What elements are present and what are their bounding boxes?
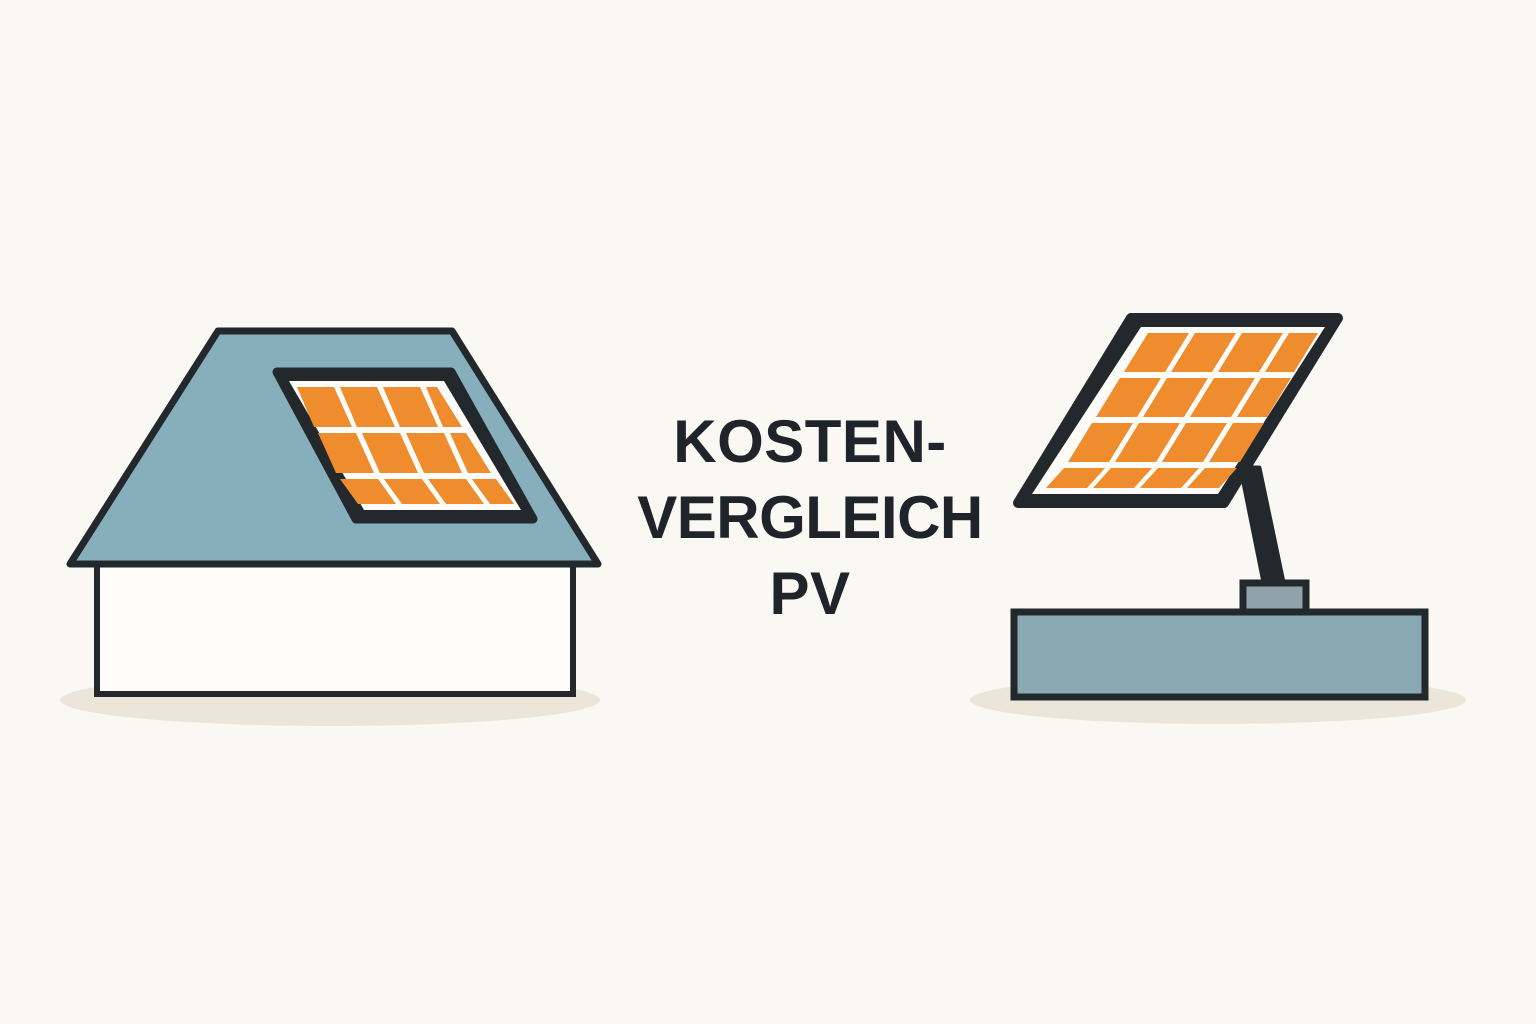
rooftop-panel-cell <box>340 387 395 427</box>
ground-panel-cell <box>1143 378 1208 417</box>
ground-panel-cell <box>1162 423 1227 462</box>
ground-panel-cell <box>1187 468 1237 488</box>
ground-panel-cell <box>1046 468 1105 488</box>
rooftop-panel-cell <box>297 387 352 427</box>
ground-panel-cell <box>1218 333 1283 372</box>
ground-panel-cell <box>1093 468 1152 488</box>
house-wall <box>94 560 576 697</box>
ground-panel-cell <box>1096 378 1161 417</box>
ground-panel-cell <box>1171 333 1236 372</box>
ground-panel-cell-grid <box>1046 333 1318 488</box>
left-scene-house-with-rooftop-pv <box>60 327 602 726</box>
rooftop-panel-cell <box>426 387 462 427</box>
ground-panel-cell <box>1190 378 1255 417</box>
rooftop-panel-cell <box>428 479 484 504</box>
rooftop-panel-cell-grid <box>297 387 514 504</box>
ground-panel-cell <box>1115 423 1180 462</box>
ground-panel-cell <box>1237 378 1291 417</box>
right-scene-ground-mounted-pv <box>970 313 1466 724</box>
ground-panel-cell <box>1140 468 1199 488</box>
ground-panel-cell <box>1209 423 1264 462</box>
rooftop-panel-cell <box>362 433 418 473</box>
ground-base-plate <box>1010 608 1429 701</box>
rooftop-panel-cell <box>318 433 374 473</box>
ground-panel-cell <box>1124 333 1189 372</box>
rooftop-panel-cell <box>472 479 514 504</box>
rooftop-panel-cell <box>383 387 438 427</box>
ground-panel-cell <box>1265 333 1318 372</box>
rooftop-panel-cell <box>450 433 491 473</box>
rooftop-panel-cell <box>406 433 462 473</box>
ground-panel-cell <box>1068 423 1133 462</box>
rooftop-panel-cell <box>384 479 440 504</box>
rooftop-panel-cell <box>340 479 396 504</box>
